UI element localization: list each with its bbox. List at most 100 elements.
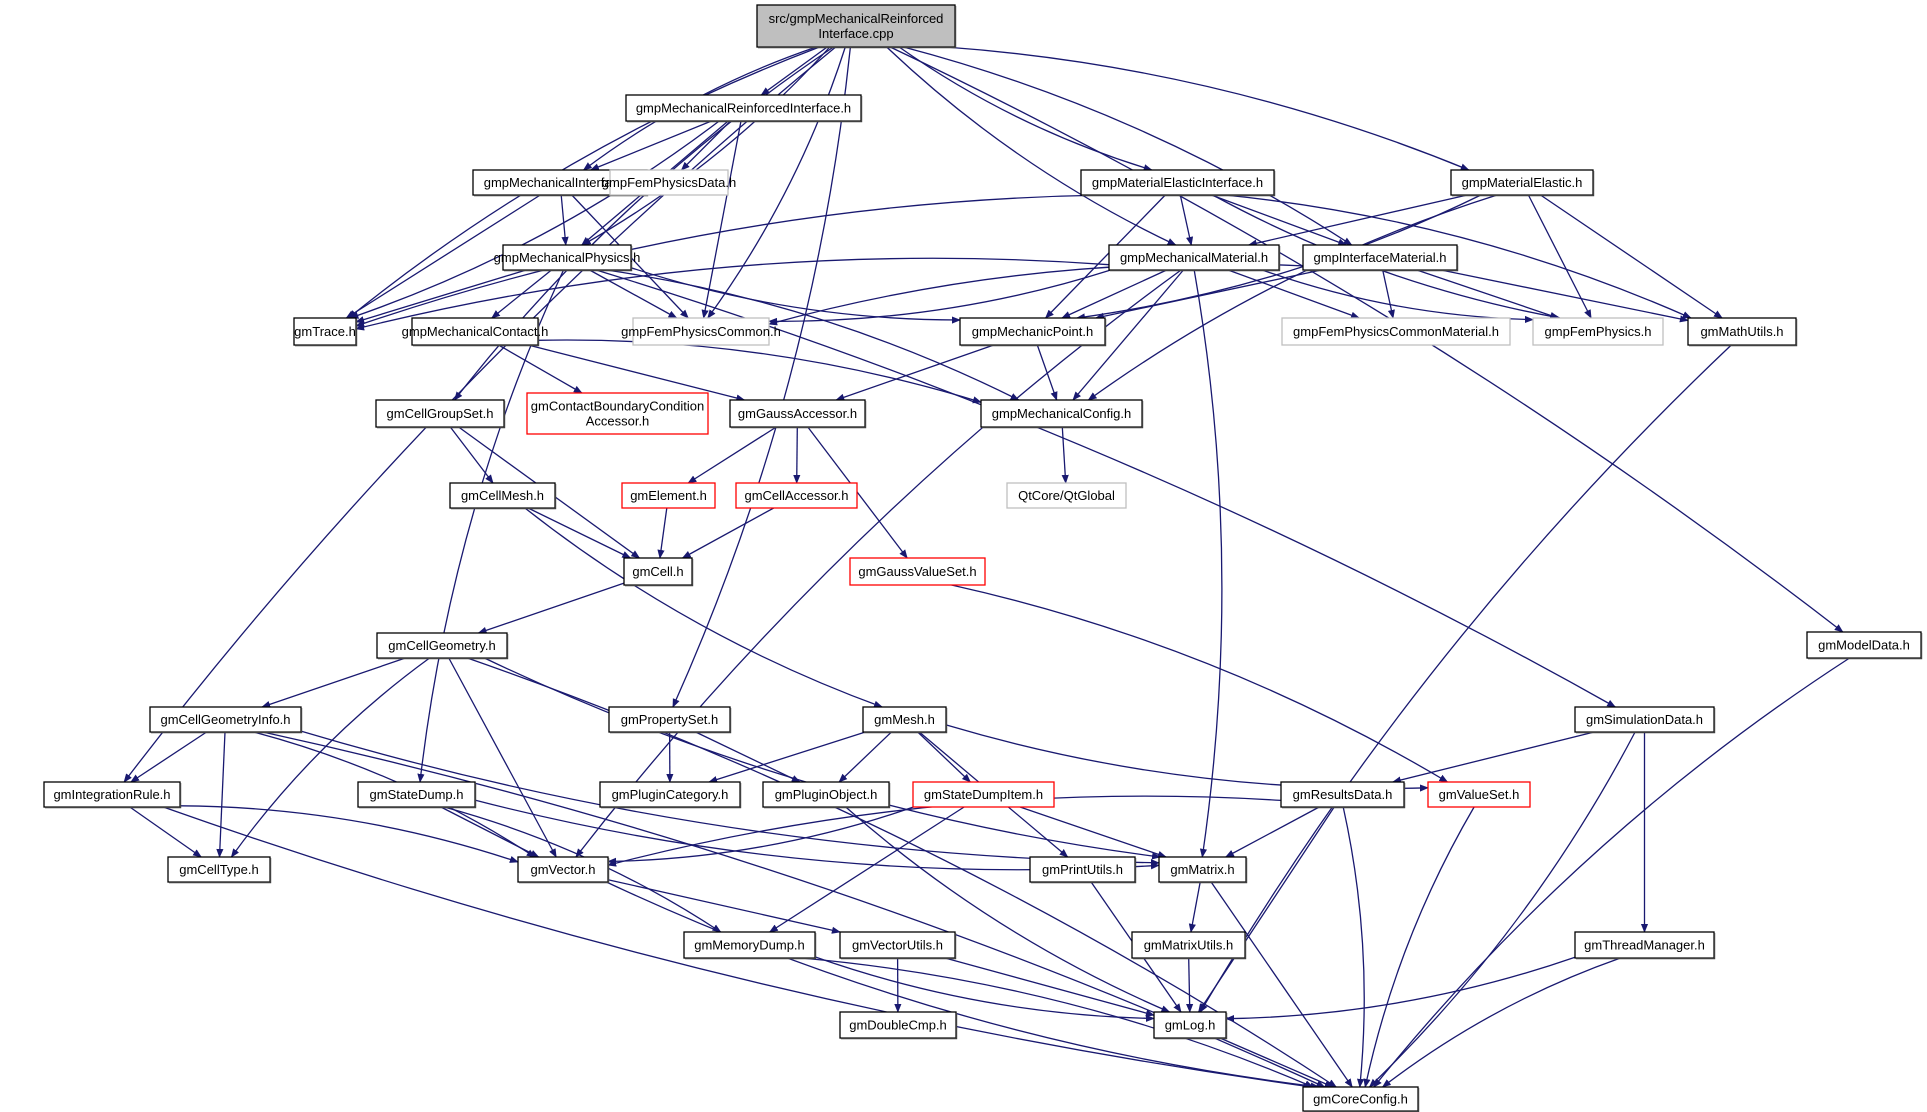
node-mc_h[interactable]: gmpMechanicalContact.h [402, 317, 549, 347]
node-box [849, 557, 986, 586]
node-label: gmPluginObject.h [775, 787, 878, 802]
node-shadow [1576, 933, 1716, 960]
node-memd_h[interactable]: gmMemoryDump.h [683, 931, 817, 960]
node-label: gmContactBoundaryCondition [531, 399, 704, 414]
node-fpdata_h[interactable]: gmpFemPhysicsData.h [602, 169, 736, 196]
node-pset_h[interactable]: gmPropertySet.h [608, 706, 732, 734]
node-mri_h[interactable]: gmpMechanicalReinforcedInterface.h [625, 94, 863, 123]
node-label: gmGaussAccessor.h [738, 406, 857, 421]
edge-sdi_h-to-mat_h [1019, 806, 1167, 858]
node-vec_h[interactable]: gmVector.h [517, 856, 610, 884]
node-cc_h[interactable]: gmCoreConfig.h [1302, 1086, 1420, 1112]
node-mm_h[interactable]: gmpMechanicalMaterial.h [1108, 244, 1281, 272]
node-shadow [841, 933, 957, 960]
node-box [599, 781, 741, 808]
edge-mcfg_h-to-qt [1061, 426, 1069, 484]
node-box [621, 482, 716, 509]
node-sd_h[interactable]: gmStateDump.h [357, 781, 477, 809]
node-fpc_h[interactable]: gmpFemPhysicsCommon.h [621, 317, 781, 346]
node-box [839, 1011, 957, 1039]
node-pobj_h[interactable]: gmPluginObject.h [762, 781, 891, 809]
node-mu_h[interactable]: gmMathUtils.h [1687, 317, 1798, 347]
edge-im_h-to-fpcm_h [1382, 269, 1395, 319]
node-shadow [1133, 933, 1247, 960]
edge-gvs_h-to-vs_h [951, 584, 1449, 783]
node-sdi_h[interactable]: gmStateDumpItem.h [912, 781, 1055, 808]
node-label: gmTrace.h [294, 324, 356, 339]
node-gvs_h[interactable]: gmGaussValueSet.h [849, 557, 986, 586]
edge-rd_h-to-log_h [1198, 806, 1335, 1013]
node-label: gmpMechanicPoint.h [972, 324, 1093, 339]
node-trace_h[interactable]: gmTrace.h [293, 317, 358, 347]
node-cmesh_h[interactable]: gmCellMesh.h [449, 482, 557, 510]
node-mei_h[interactable]: gmpMaterialElasticInterface.h [1080, 169, 1276, 197]
node-box [1006, 482, 1127, 509]
edge-mm_h-to-fpc_h [768, 269, 1111, 325]
edge-root-to-mm_h [886, 46, 1177, 246]
node-shadow [1808, 633, 1923, 660]
node-box [1427, 781, 1531, 808]
node-ir_h[interactable]: gmIntegrationRule.h [43, 781, 182, 809]
node-mesh_h[interactable]: gmMesh.h [862, 706, 948, 734]
node-root[interactable]: src/gmpMechanicalReinforcedInterface.cpp [756, 4, 957, 49]
node-ga_h[interactable]: gmGaussAccessor.h [729, 399, 867, 429]
node-shadow [1155, 1013, 1228, 1040]
edge-ga_h-to-elem_h [687, 426, 777, 484]
node-qt[interactable]: QtCore/QtGlobal [1006, 482, 1127, 509]
node-mcfg_h[interactable]: gmpMechanicalConfig.h [980, 399, 1144, 429]
node-box [625, 94, 862, 122]
node-tm_h[interactable]: gmThreadManager.h [1574, 931, 1716, 960]
edge-cgi_h-to-ctype_h [216, 731, 226, 858]
node-cgs_h[interactable]: gmCellGroupSet.h [375, 399, 506, 429]
node-box [729, 399, 866, 428]
node-dcmp_h[interactable]: gmDoubleCmp.h [839, 1011, 958, 1040]
node-model_h[interactable]: gmModelData.h [1806, 631, 1923, 660]
edge-mat_h-to-matu_h [1188, 881, 1201, 933]
edge-mri_h-to-fpdata_h [680, 120, 731, 171]
node-fp_h[interactable]: gmpFemPhysics.h [1532, 317, 1664, 346]
edge-cgeo_h-to-cc_h [467, 657, 1337, 1088]
node-im_h[interactable]: gmpInterfaceMaterial.h [1302, 244, 1459, 272]
node-vs_h[interactable]: gmValueSet.h [1427, 781, 1531, 808]
node-log_h[interactable]: gmLog.h [1153, 1011, 1228, 1040]
node-shadow [169, 858, 272, 884]
node-mp_h[interactable]: gmpMechanicalPhysics.h [494, 244, 641, 272]
node-box [632, 317, 770, 346]
node-label: gmpMechanicalContact.h [402, 324, 549, 339]
edge-root-to-model_h [889, 46, 1844, 633]
node-shadow [519, 858, 610, 884]
node-box [912, 781, 1055, 808]
node-label: gmpInterfaceMaterial.h [1314, 250, 1447, 265]
node-box [1574, 706, 1715, 733]
edge-mei_h-to-im_h [1211, 194, 1348, 246]
node-cgi_h[interactable]: gmCellGeometryInfo.h [149, 706, 303, 734]
node-mpt_h[interactable]: gmpMechanicPoint.h [959, 317, 1107, 347]
node-ctype_h[interactable]: gmCellType.h [167, 856, 272, 884]
node-rd_h[interactable]: gmResultsData.h [1280, 781, 1406, 809]
node-me_h[interactable]: gmpMaterialElastic.h [1450, 169, 1595, 197]
node-sim_h[interactable]: gmSimulationData.h [1574, 706, 1716, 734]
node-vu_h[interactable]: gmVectorUtils.h [839, 931, 957, 960]
edge-mp_h-to-trace_h [355, 269, 527, 324]
node-shadow [451, 484, 557, 510]
node-mat_h[interactable]: gmMatrix.h [1158, 856, 1248, 884]
node-label: gmpMechanicalReinforcedInterface.h [636, 101, 851, 116]
node-label: gmPrintUtils.h [1042, 862, 1123, 877]
node-pu_h[interactable]: gmPrintUtils.h [1029, 856, 1137, 884]
edge-ga_h-to-ca_h [793, 426, 801, 484]
node-pcat_h[interactable]: gmPluginCategory.h [599, 781, 742, 809]
edge-model_h-to-cc_h [1373, 657, 1850, 1088]
edge-root-to-mri_h [760, 46, 828, 96]
node-cell_h[interactable]: gmCell.h [623, 557, 694, 587]
node-fpcm_h[interactable]: gmpFemPhysicsCommonMaterial.h [1281, 317, 1511, 346]
node-label: gmMatrixUtils.h [1144, 938, 1234, 953]
node-elem_h[interactable]: gmElement.h [621, 482, 716, 509]
node-ca_h[interactable]: gmCellAccessor.h [735, 482, 858, 509]
node-cgeo_h[interactable]: gmCellGeometry.h [376, 632, 509, 660]
edge-im_h-to-mu_h [1440, 269, 1689, 323]
edge-mm_h-to-mat_h [1193, 269, 1223, 858]
node-matu_h[interactable]: gmMatrixUtils.h [1131, 931, 1247, 960]
node-shadow [764, 783, 891, 809]
node-label: gmCellGroupSet.h [387, 406, 494, 421]
